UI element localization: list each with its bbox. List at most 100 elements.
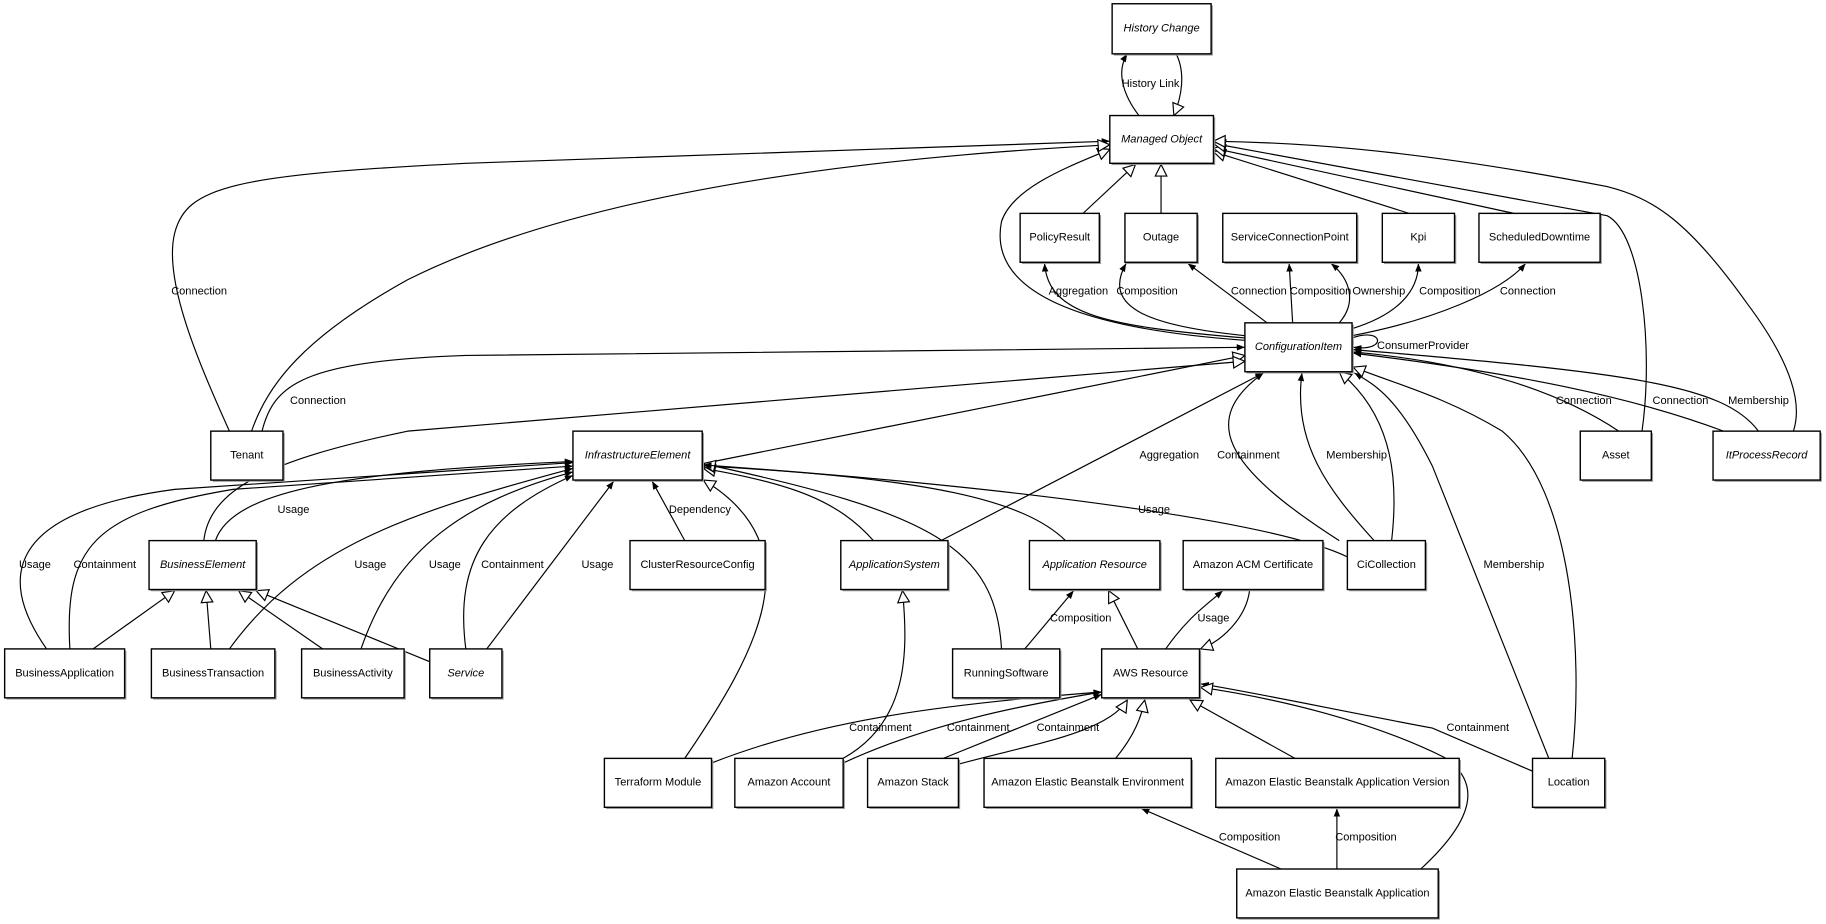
node-box[interactable]	[840, 539, 949, 591]
class-node-scheduleddowntime[interactable]: ScheduledDowntime	[1478, 212, 1602, 265]
node-box[interactable]	[1478, 212, 1601, 263]
node-box[interactable]	[572, 430, 703, 481]
filled-arrow-line	[1351, 263, 1526, 337]
class-node-outage[interactable]: Outage	[1124, 212, 1199, 265]
node-label: ScheduledDowntime	[1489, 232, 1590, 244]
node-label: AWS Resource	[1113, 667, 1188, 679]
node-box[interactable]	[148, 539, 257, 591]
node-box[interactable]	[1244, 322, 1353, 373]
association-edge: Connection	[1353, 349, 1620, 432]
class-node-serviceconnectionpoint[interactable]: ServiceConnectionPoint	[1222, 212, 1359, 265]
node-box[interactable]	[300, 648, 405, 699]
class-node-applicationsystem[interactable]: ApplicationSystem	[840, 539, 950, 592]
node-box[interactable]	[1236, 868, 1439, 919]
filled-arrow-line	[1297, 372, 1375, 541]
node-label: Amazon Stack	[877, 777, 949, 789]
edge-label: Composition	[1219, 831, 1280, 843]
node-box[interactable]	[983, 757, 1193, 808]
class-node-aws-resource[interactable]: AWS Resource	[1100, 648, 1202, 700]
class-node-asset[interactable]: Asset	[1579, 430, 1654, 482]
class-node-clusterresourceconfig[interactable]: ClusterResourceConfig	[629, 539, 767, 592]
class-node-amazon-account[interactable]: Amazon Account	[734, 757, 845, 810]
association-edge: Usage	[486, 480, 615, 650]
class-node-service[interactable]: Service	[429, 648, 504, 700]
node-box[interactable]	[1531, 757, 1606, 808]
class-node-runningsoftware[interactable]: RunningSoftware	[951, 648, 1062, 700]
node-box[interactable]	[603, 757, 713, 808]
class-node-amazon-elastic-beanstalk-application[interactable]: Amazon Elastic Beanstalk Application	[1236, 868, 1440, 920]
filled-arrow-line	[1187, 262, 1268, 324]
node-box[interactable]	[1111, 3, 1212, 55]
node-box[interactable]	[951, 648, 1061, 699]
node-box[interactable]	[1712, 430, 1821, 481]
class-node-amazon-stack[interactable]: Amazon Stack	[866, 757, 961, 810]
class-node-configurationitem[interactable]: ConfigurationItem	[1244, 322, 1354, 374]
node-box[interactable]	[1100, 648, 1201, 699]
node-box[interactable]	[629, 539, 766, 591]
node-label: ClusterResourceConfig	[640, 559, 754, 571]
association-edge: Containment	[1217, 372, 1340, 542]
class-node-businesselement[interactable]: BusinessElement	[148, 539, 258, 592]
class-node-businessapplication[interactable]: BusinessApplication	[3, 648, 127, 700]
association-edge: Connection	[1351, 263, 1556, 337]
node-box[interactable]	[1381, 212, 1456, 263]
association-edge: Composition	[1116, 263, 1245, 337]
edge-label: Containment	[1217, 450, 1280, 462]
edge-label: Ownership	[1352, 285, 1405, 297]
node-box[interactable]	[1109, 114, 1215, 164]
node-box[interactable]	[1124, 212, 1198, 263]
class-node-businessactivity[interactable]: BusinessActivity	[300, 648, 406, 700]
association-edge: Containment	[1200, 681, 1533, 772]
edge-label: Connection	[1500, 285, 1556, 297]
class-node-itprocessrecord[interactable]: ItProcessRecord	[1712, 430, 1822, 482]
node-label: Location	[1548, 777, 1590, 789]
generalization-edge	[1201, 687, 1469, 870]
edge-label: Usage	[19, 559, 51, 571]
class-node-terraform-module[interactable]: Terraform Module	[603, 757, 714, 810]
class-node-policyresult[interactable]: PolicyResult	[1019, 212, 1102, 265]
filled-arrow-line	[1351, 263, 1422, 330]
association-edge: Usage	[228, 467, 574, 650]
node-box[interactable]	[1028, 539, 1161, 591]
class-node-application-resource[interactable]: Application Resource	[1028, 539, 1162, 592]
node-box[interactable]	[1019, 212, 1101, 263]
edge-label: Connection	[1556, 395, 1612, 407]
node-label: Tenant	[230, 450, 263, 462]
node-box[interactable]	[1215, 757, 1460, 808]
node-box[interactable]	[1346, 539, 1427, 591]
class-node-amazon-acm-certificate[interactable]: Amazon ACM Certificate	[1182, 539, 1325, 592]
filled-arrow-line	[360, 470, 574, 650]
association-edge: Connection	[171, 138, 1110, 432]
hollow-triangle-arrow-line	[1213, 152, 1410, 214]
node-box[interactable]	[3, 648, 126, 699]
node-box[interactable]	[734, 757, 844, 808]
generalization-edge	[1213, 152, 1410, 214]
node-box[interactable]	[210, 430, 284, 481]
class-node-location[interactable]: Location	[1531, 757, 1607, 810]
class-node-history-change[interactable]: History Change	[1111, 3, 1213, 56]
node-box[interactable]	[1222, 212, 1358, 263]
class-node-kpi[interactable]: Kpi	[1381, 212, 1457, 265]
class-node-tenant[interactable]: Tenant	[210, 430, 285, 482]
filled-arrow-line	[463, 474, 574, 649]
association-edge: Containment	[68, 463, 573, 649]
class-node-infrastructureelement[interactable]: InfrastructureElement	[572, 430, 704, 482]
node-label: Amazon ACM Certificate	[1193, 559, 1313, 571]
node-box[interactable]	[150, 648, 276, 699]
class-node-managed-object[interactable]: Managed Object	[1109, 114, 1216, 166]
class-node-amazon-elastic-beanstalk-application-version[interactable]: Amazon Elastic Beanstalk Application Ver…	[1215, 757, 1461, 810]
hollow-triangle-arrow-line	[1339, 372, 1395, 541]
class-node-cicollection[interactable]: CiCollection	[1346, 539, 1428, 592]
class-node-businesstransaction[interactable]: BusinessTransaction	[150, 648, 277, 700]
node-box[interactable]	[1182, 539, 1324, 591]
node-box[interactable]	[866, 757, 960, 808]
edge-label: Containment	[947, 722, 1010, 734]
filled-arrow-line	[1353, 350, 1724, 432]
association-edge: Containment	[842, 690, 1102, 764]
node-box[interactable]	[1579, 430, 1653, 481]
class-node-amazon-elastic-beanstalk-environment[interactable]: Amazon Elastic Beanstalk Environment	[983, 757, 1194, 810]
node-box[interactable]	[429, 648, 503, 699]
hollow-triangle-arrow-line	[703, 468, 874, 541]
